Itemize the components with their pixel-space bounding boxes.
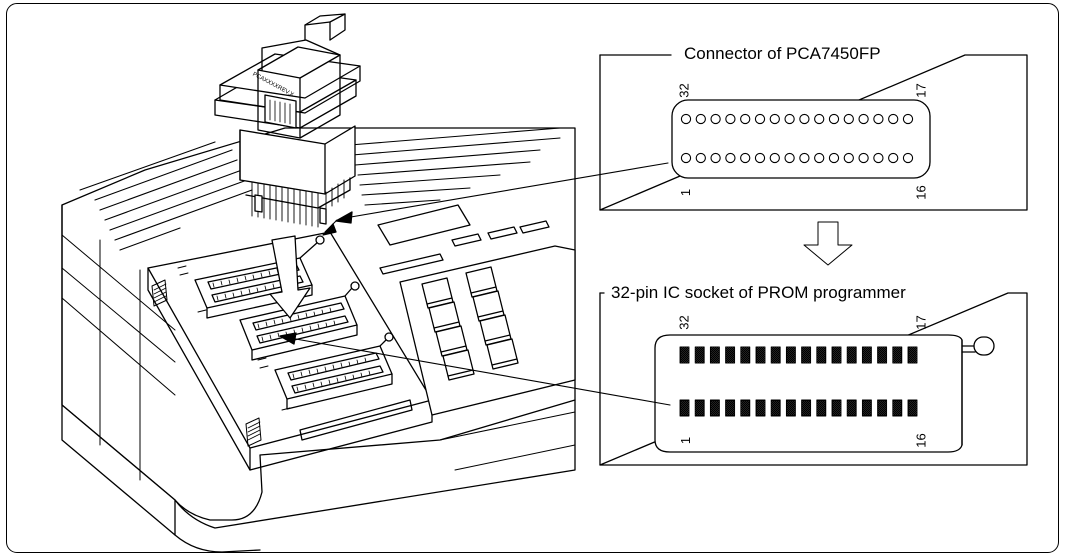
socket-contacts — [679, 346, 918, 417]
socket-contact — [755, 346, 766, 364]
socket-contact — [740, 399, 751, 417]
connector-hole — [828, 113, 840, 125]
socket-contact — [725, 346, 736, 364]
socket-contact — [770, 346, 781, 364]
connector-hole — [843, 152, 854, 164]
socket-contact — [740, 346, 751, 364]
connector-hole — [680, 152, 692, 164]
socket-contact — [679, 399, 690, 417]
socket-contact — [785, 399, 796, 417]
connector-hole — [799, 152, 810, 164]
connector-pin-1: 1 — [678, 188, 694, 197]
socket-pin-32: 32 — [676, 315, 692, 330]
socket-contact — [846, 346, 857, 364]
socket-contact — [816, 346, 827, 364]
insert-arrow — [269, 235, 311, 319]
socket-contact — [861, 399, 872, 417]
connector-hole — [888, 113, 899, 125]
keypad — [421, 266, 519, 381]
socket-contact — [907, 346, 918, 364]
socket-contact — [877, 399, 888, 417]
socket-contact — [755, 399, 766, 417]
socket-contact — [831, 399, 842, 417]
connector-hole — [799, 113, 810, 125]
socket-contact — [694, 346, 705, 364]
socket-panel — [599, 292, 1028, 466]
connector-hole — [740, 152, 751, 164]
zif-socket-bottom — [274, 332, 394, 410]
connector-hole — [710, 113, 721, 125]
socket-contact — [709, 346, 720, 364]
connector-hole — [695, 113, 706, 125]
socket-contact — [785, 346, 796, 364]
connector-hole — [784, 152, 795, 164]
connector-hole — [710, 152, 721, 164]
socket-contact — [831, 346, 842, 364]
connector-hole — [784, 113, 795, 125]
connector-hole — [769, 113, 780, 125]
socket-contact — [801, 346, 812, 364]
zif-socket-middle — [239, 281, 360, 361]
connector-hole — [843, 113, 854, 125]
socket-pin-17: 17 — [913, 315, 929, 330]
pca7450fp-adapter — [214, 13, 361, 228]
connector-hole — [754, 113, 766, 125]
connector-hole — [814, 152, 825, 164]
connector-hole — [725, 152, 736, 164]
socket-pin-16: 16 — [913, 433, 929, 448]
connector-hole — [725, 113, 736, 125]
connector-panel-title: Connector of PCA7450FP — [679, 44, 886, 64]
correspondence-arrow — [803, 221, 853, 266]
socket-contact — [816, 399, 827, 417]
socket-contact — [892, 346, 903, 364]
connector-holes — [680, 113, 914, 164]
connector-hole — [754, 152, 766, 164]
socket-contact — [877, 346, 888, 364]
socket-contact — [846, 399, 857, 417]
connector-hole — [769, 152, 780, 164]
socket-contact — [679, 346, 690, 364]
connector-hole — [680, 113, 692, 125]
leader-lines — [279, 162, 671, 406]
connector-hole — [695, 152, 706, 164]
connector-panel — [599, 54, 1028, 211]
connector-hole — [873, 113, 884, 125]
socket-contact — [770, 399, 781, 417]
connector-pin-16: 16 — [913, 185, 929, 200]
socket-contact — [801, 399, 812, 417]
connector-hole — [902, 152, 914, 164]
connector-hole — [814, 113, 825, 125]
socket-pin-1: 1 — [678, 436, 694, 445]
socket-contact — [694, 399, 705, 417]
socket-contact — [725, 399, 736, 417]
socket-contact — [907, 399, 918, 417]
connector-hole — [888, 152, 899, 164]
connector-pin-32: 32 — [676, 83, 692, 98]
connector-hole — [740, 113, 751, 125]
connector-hole — [858, 152, 869, 164]
connector-hole — [902, 113, 914, 125]
connector-pin-17: 17 — [913, 83, 929, 98]
socket-contact — [861, 346, 872, 364]
connector-hole — [858, 113, 869, 125]
connector-hole — [873, 152, 884, 164]
socket-contact — [709, 399, 720, 417]
socket-panel-title: 32-pin IC socket of PROM programmer — [606, 283, 911, 303]
socket-contact — [892, 399, 903, 417]
connector-hole — [828, 152, 840, 164]
figure-frame — [6, 3, 1059, 553]
